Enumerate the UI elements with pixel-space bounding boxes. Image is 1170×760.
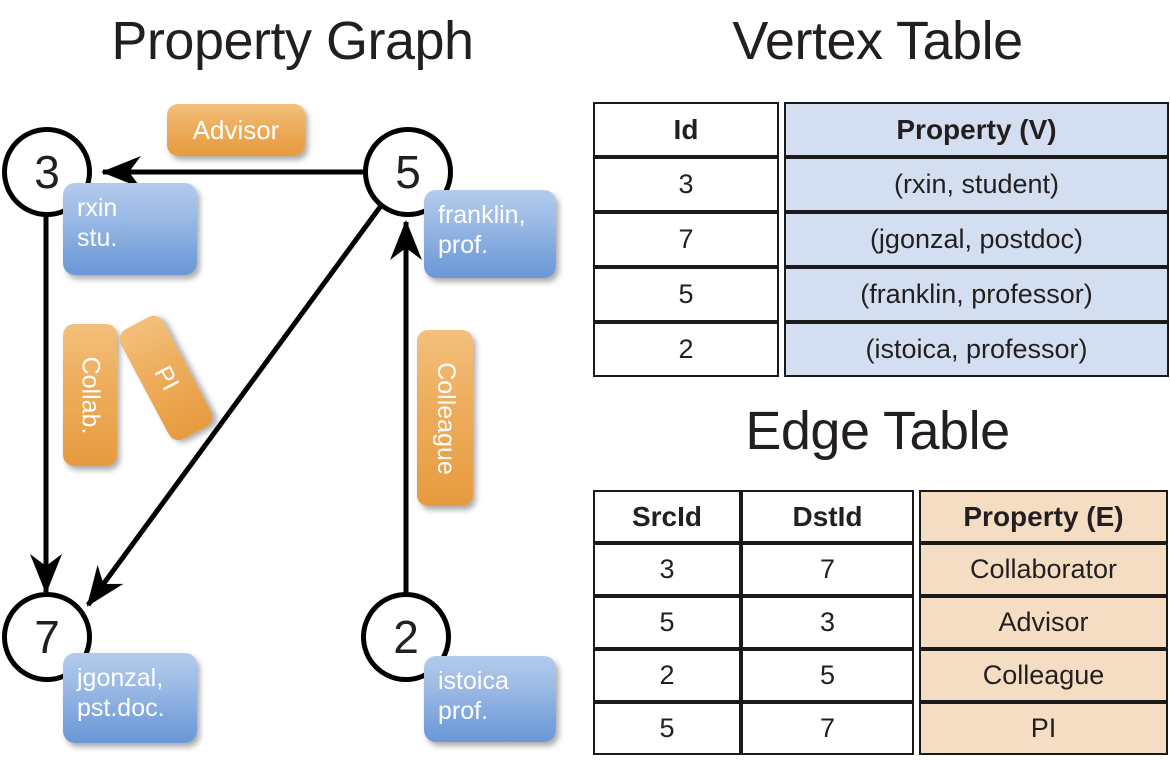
graph-node-3-label: 3 [34,146,60,198]
edge-label-collab[interactable]: Collab. [63,324,117,466]
vertex-row-2-property: (franklin, professor) [784,267,1169,322]
edge-label-pi-text: PI [148,360,185,395]
graph-node-2-label: 2 [393,611,419,663]
graph-node-7-label: 7 [34,611,60,663]
table-row[interactable]: 5 (franklin, professor) [593,267,1169,322]
property-box-node-7[interactable]: jgonzal, pst.doc. [63,653,197,743]
vertex-table-header-row: Id Property (V) [593,102,1169,157]
vertex-row-2-id: 5 [593,267,779,322]
edge-label-collab-text: Collab. [76,356,105,434]
vertex-row-3-id: 2 [593,322,779,377]
edge-table-header-row: SrcId DstId Property (E) [593,490,1168,543]
edge-row-2-property: Colleague [919,649,1168,702]
edge-table: SrcId DstId Property (E) 3 7 Collaborato… [593,490,1168,755]
property-box-node-2[interactable]: istoica prof. [424,656,556,742]
edge-label-advisor-text: Advisor [192,114,280,145]
property-graph-diagram: 3 5 7 2 rxin stu. franklin, prof. jgonza… [2,104,556,743]
graph-node-5-label: 5 [395,146,421,198]
table-row[interactable]: 2 5 Colleague [593,649,1168,702]
vertex-row-1-id: 7 [593,212,779,267]
edge-row-2-src: 2 [593,649,741,702]
vertex-row-0-id: 3 [593,157,779,212]
property-box-node-2-line1: istoica [438,667,509,695]
vertex-table-column-gap [779,102,784,157]
table-row[interactable]: 3 7 Collaborator [593,543,1168,596]
vertex-table-header-id: Id [593,102,779,157]
vertex-table-header-property: Property (V) [784,102,1169,157]
property-box-node-5-line1: franklin, [438,201,526,229]
vertex-row-3-property: (istoica, professor) [784,322,1169,377]
edge-table-column-gap [914,702,919,755]
vertex-table-column-gap [779,157,784,212]
table-row[interactable]: 5 7 PI [593,702,1168,755]
edge-row-0-dst: 7 [741,543,914,596]
graph-edges-svg [30,156,422,607]
edge-5-to-7-pi [85,201,386,607]
edge-row-3-property: PI [919,702,1168,755]
table-row[interactable]: 5 3 Advisor [593,596,1168,649]
edge-row-0-src: 3 [593,543,741,596]
edge-row-1-property: Advisor [919,596,1168,649]
property-box-node-5[interactable]: franklin, prof. [424,190,556,278]
vertex-table: Id Property (V) 3 (rxin, student) 7 (jgo… [593,102,1169,377]
page-title-edge-table: Edge Table [745,401,1010,461]
vertex-row-0-property: (rxin, student) [784,157,1169,212]
graph-node-5[interactable]: 5 [363,127,453,217]
edge-row-2-dst: 5 [741,649,914,702]
edge-table-column-gap [914,490,919,543]
vertex-row-1-property: (jgonzal, postdoc) [784,212,1169,267]
edge-label-colleague[interactable]: Colleague [417,330,473,506]
edge-label-advisor[interactable]: Advisor [167,104,305,156]
edge-row-1-src: 5 [593,596,741,649]
page-title-property-graph: Property Graph [111,11,474,71]
graph-node-2[interactable]: 2 [361,592,451,682]
edge-row-0-property: Collaborator [919,543,1168,596]
property-box-node-3-line1: rxin [77,194,118,222]
edge-table-header-property: Property (E) [919,490,1168,543]
property-box-node-7-line2: pst.doc. [77,694,165,722]
page-title-vertex-table: Vertex Table [732,11,1023,71]
edge-table-column-gap [914,649,919,702]
edge-row-3-dst: 7 [741,702,914,755]
table-row[interactable]: 2 (istoica, professor) [593,322,1169,377]
edge-table-column-gap [914,596,919,649]
edge-label-colleague-text: Colleague [431,361,460,475]
table-row[interactable]: 7 (jgonzal, postdoc) [593,212,1169,267]
vertex-table-column-gap [779,322,784,377]
edge-table-header-srcid: SrcId [593,490,741,543]
vertex-table-column-gap [779,212,784,267]
table-row[interactable]: 3 (rxin, student) [593,157,1169,212]
property-box-node-7-line1: jgonzal, [77,664,164,692]
property-box-node-3[interactable]: rxin stu. [63,183,197,275]
vertex-table-column-gap [779,267,784,322]
edge-row-1-dst: 3 [741,596,914,649]
property-box-node-5-line2: prof. [438,231,489,259]
edge-table-header-dstid: DstId [741,490,914,543]
edge-table-column-gap [914,543,919,596]
property-box-node-3-line2: stu. [77,224,118,252]
property-box-node-2-line2: prof. [438,697,489,725]
edge-row-3-src: 5 [593,702,741,755]
